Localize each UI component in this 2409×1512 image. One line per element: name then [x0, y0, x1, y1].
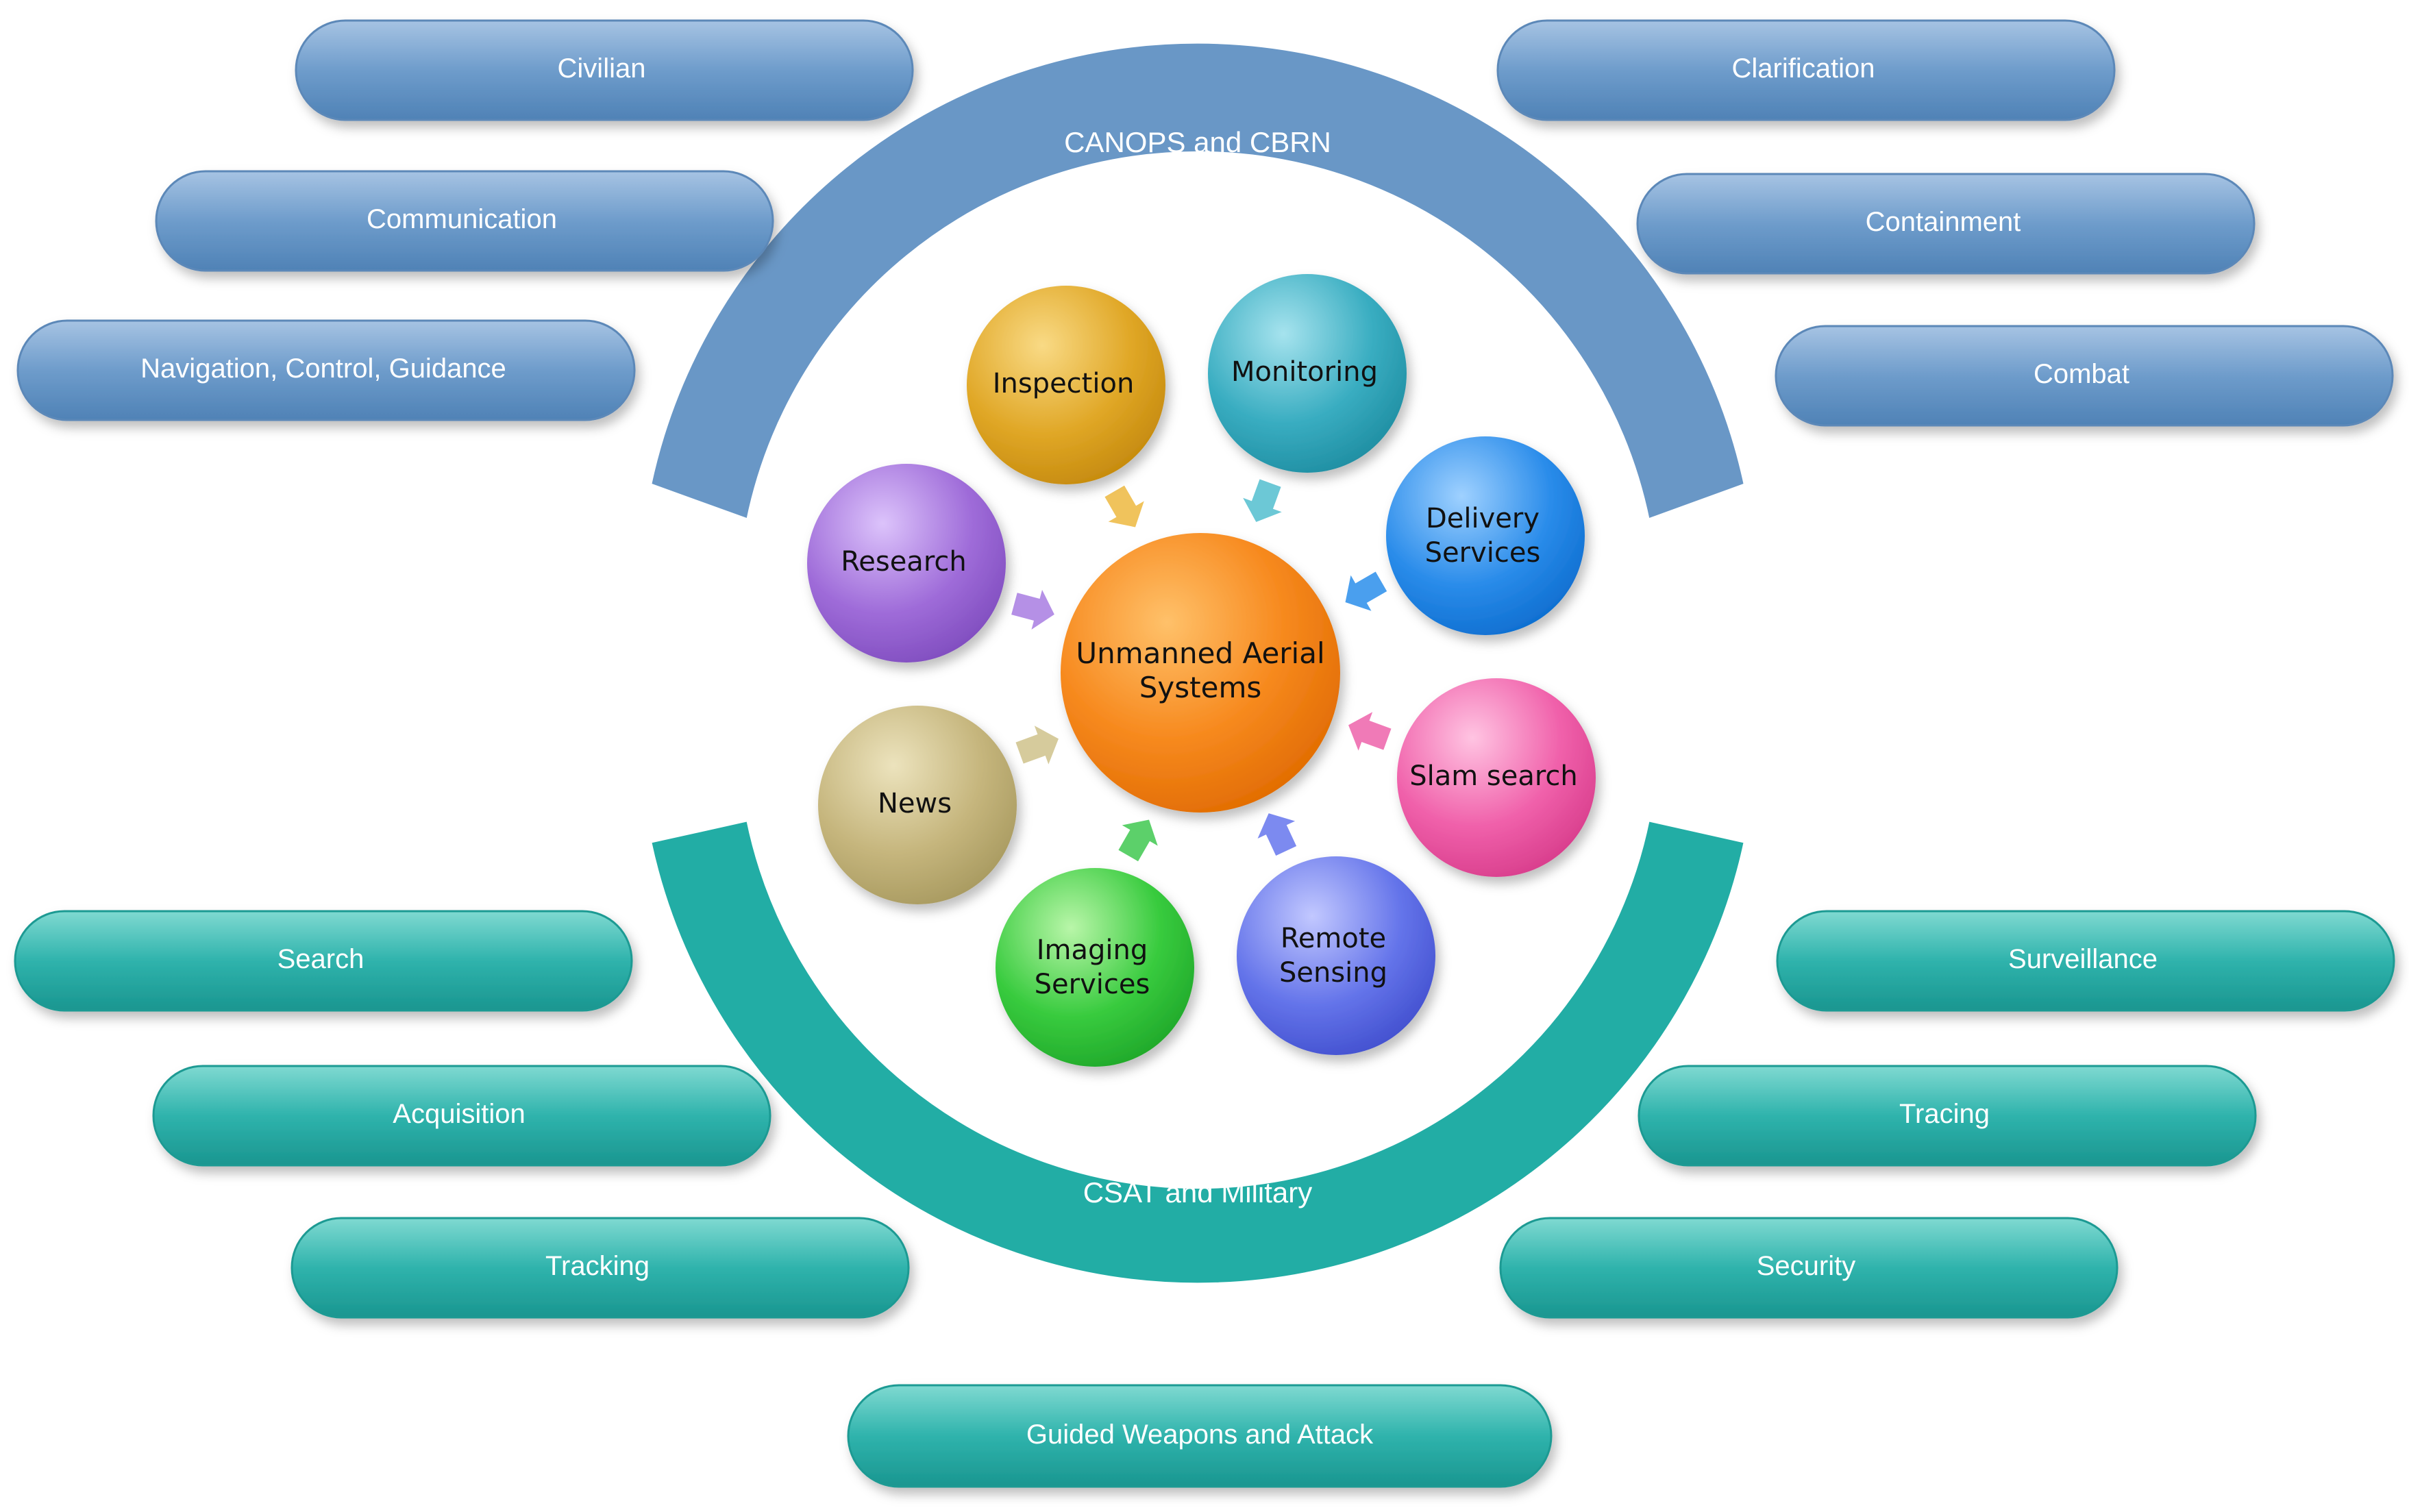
node-circle [818, 706, 1017, 904]
tag-label: Combat [2034, 359, 2129, 389]
node-circle [1237, 856, 1435, 1055]
tag-guided-weapons: Guided Weapons and Attack [847, 1384, 1553, 1488]
node-label-line2: Services [1035, 969, 1150, 1000]
node-label: Inspection [993, 368, 1135, 399]
node-label-line2: Services [1425, 537, 1541, 569]
tag-surveillance: Surveillance [1776, 910, 2395, 1012]
node-circle [1386, 436, 1585, 635]
tag-containment: Containment [1636, 173, 2256, 275]
top-band-shape [647, 39, 1749, 524]
top-band-notch [1127, 199, 1268, 236]
node-label: Research [841, 546, 966, 578]
bottom-band-label: CSAT and Military [1083, 1176, 1313, 1209]
tag-label: Search [277, 944, 365, 974]
node-circle [1208, 274, 1407, 473]
arrow-icon [1346, 707, 1394, 757]
node-inspection: Inspection [967, 286, 1165, 484]
tag-communication: Communication [155, 170, 774, 272]
tag-acquisition: Acquisition [152, 1065, 771, 1167]
tag-label: Communication [367, 204, 557, 234]
node-news: News [818, 706, 1017, 904]
tag-label: Navigation, Control, Guidance [140, 354, 506, 384]
node-label-line1: Imaging [1037, 934, 1148, 966]
node-circle [967, 286, 1165, 484]
arrow-icon [1253, 810, 1301, 858]
node-label-line1: Remote [1281, 923, 1386, 954]
top-band-label: CANOPS and CBRN [1064, 126, 1331, 158]
node-circle [807, 464, 1006, 662]
tag-civilian: Civilian [295, 19, 914, 121]
tag-label: Acquisition [393, 1099, 525, 1129]
arrow-icon [1102, 482, 1148, 530]
tag-label: Civilian [558, 53, 646, 84]
node-slam-search: Slam search [1397, 678, 1596, 877]
tag-label: Guided Weapons and Attack [1026, 1420, 1374, 1450]
node-circle [996, 868, 1194, 1067]
arrow-icon [1238, 476, 1288, 525]
tag-label: Tracking [545, 1251, 650, 1281]
tag-clarification: Clarification [1496, 19, 2116, 121]
node-imaging-services: Imaging Services [996, 868, 1194, 1067]
arrow-icon [1013, 721, 1061, 771]
arrow-icon [1115, 817, 1162, 865]
bottom-band-shape [647, 817, 1749, 1287]
arrow-icon [1343, 569, 1390, 615]
center-label-line2: Systems [1139, 671, 1262, 704]
node-delivery-services: Delivery Services [1386, 436, 1585, 635]
tag-tracking: Tracking [291, 1217, 910, 1319]
bottom-band-notch [1110, 1096, 1285, 1143]
center-circle [1061, 533, 1340, 813]
tag-label: Security [1757, 1251, 1856, 1281]
node-label-line1: Delivery [1426, 503, 1540, 534]
tag-search: Search [14, 910, 633, 1012]
arrows [1009, 476, 1394, 865]
node-remote-sensing: Remote Sensing [1237, 856, 1435, 1055]
node-label: Slam search [1409, 760, 1578, 792]
top-band: CANOPS and CBRN [647, 39, 1749, 524]
node-monitoring: Monitoring [1208, 274, 1407, 473]
tag-navigation: Navigation, Control, Guidance [16, 319, 636, 421]
tag-label: Tracing [1899, 1099, 1990, 1129]
node-label: News [878, 788, 952, 819]
node-circle [1397, 678, 1596, 877]
node-research: Research [807, 464, 1006, 662]
tag-security: Security [1499, 1217, 2118, 1319]
node-label-line2: Sensing [1279, 957, 1387, 989]
center-label-line1: Unmanned Aerial [1076, 636, 1324, 670]
tag-tracing: Tracing [1638, 1065, 2257, 1167]
tag-label: Clarification [1732, 53, 1875, 84]
center-node [1061, 533, 1340, 813]
arrow-icon [1009, 584, 1057, 634]
tag-combat: Combat [1775, 325, 2394, 427]
bottom-band: CSAT and Military [647, 817, 1749, 1287]
tag-label: Surveillance [2008, 944, 2158, 974]
tag-label: Containment [1866, 207, 2021, 237]
node-label: Monitoring [1231, 356, 1378, 388]
